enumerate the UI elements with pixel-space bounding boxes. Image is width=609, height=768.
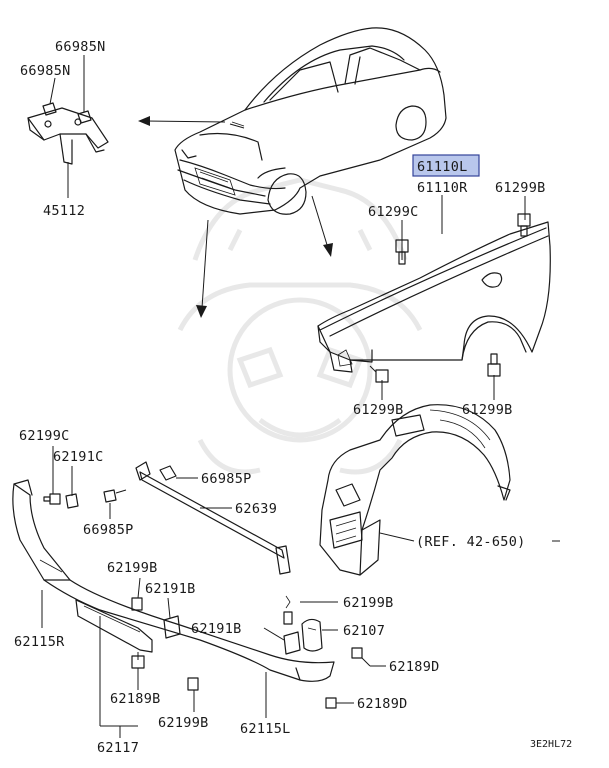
vehicle-overview [174, 27, 447, 215]
highlighted-part-box [412, 154, 480, 177]
label-61299B-top: 61299B [495, 180, 546, 196]
screw-61299B-top [517, 213, 531, 237]
label-61299C: 61299C [368, 204, 419, 220]
part-labels: 66985N 66985N 45112 61110L 61110R 61299C… [14, 39, 572, 756]
label-66985P-left: 66985P [83, 522, 134, 538]
screw-62189D-b [325, 697, 337, 709]
front-fender [317, 221, 551, 373]
label-61299B-lower-right: 61299B [462, 402, 513, 418]
watermark-emblem [177, 177, 423, 475]
clip-62199B-a [131, 597, 143, 611]
screw-62189B [131, 655, 145, 669]
label-62107: 62107 [343, 623, 385, 639]
screw-61299C [395, 239, 409, 265]
label-ref-42-650: (REF. 42-650) [416, 534, 526, 550]
label-62189B: 62189B [110, 691, 161, 707]
label-62199C: 62199C [19, 428, 70, 444]
bracket-45112 [27, 102, 109, 165]
label-62189D-a: 62189D [389, 659, 440, 675]
screw-61299B-lower-right [487, 353, 501, 377]
label-62115R: 62115R [14, 634, 65, 650]
screw-62199B-c [187, 677, 199, 691]
label-66985N-b: 66985N [20, 63, 71, 79]
label-62191B-a: 62191B [145, 581, 196, 597]
label-61110L: 61110L [417, 159, 468, 175]
screw-66985P-left [103, 489, 127, 503]
label-62199B-c: 62199B [158, 715, 209, 731]
label-62639: 62639 [235, 501, 277, 517]
label-61110R: 61110R [417, 180, 468, 196]
clip-62199B-b [283, 595, 293, 625]
label-45112: 45112 [43, 203, 85, 219]
leader-lines [41, 446, 386, 738]
diagram-code: 3E2HL72 [530, 739, 572, 750]
label-66985P-right: 66985P [201, 471, 252, 487]
label-62117: 62117 [97, 740, 139, 756]
label-62189D-b: 62189D [357, 696, 408, 712]
label-62115L: 62115L [240, 721, 291, 737]
screw-61299B-lower-left [369, 365, 389, 383]
label-62191C: 62191C [53, 449, 104, 465]
lower-spoiler [75, 599, 153, 653]
clip-62191B-a [163, 615, 181, 639]
screw-62189D-a [351, 647, 363, 659]
callout-arrows [138, 116, 333, 318]
label-62199B-a: 62199B [107, 560, 158, 576]
clip-62199C [43, 493, 61, 505]
label-66985N-a: 66985N [55, 39, 106, 55]
front-bumper [12, 479, 335, 682]
label-61299B-lower-left: 61299B [353, 402, 404, 418]
screw-66985P-right [159, 465, 177, 481]
clip-62191B-b [283, 631, 301, 655]
label-62191B-b: 62191B [191, 621, 242, 637]
clip-62191C [65, 493, 79, 509]
splash-shield [319, 404, 511, 576]
bracket-62107 [301, 618, 323, 652]
label-62199B-b: 62199B [343, 595, 394, 611]
reinforcement-bar-62639 [135, 461, 291, 575]
